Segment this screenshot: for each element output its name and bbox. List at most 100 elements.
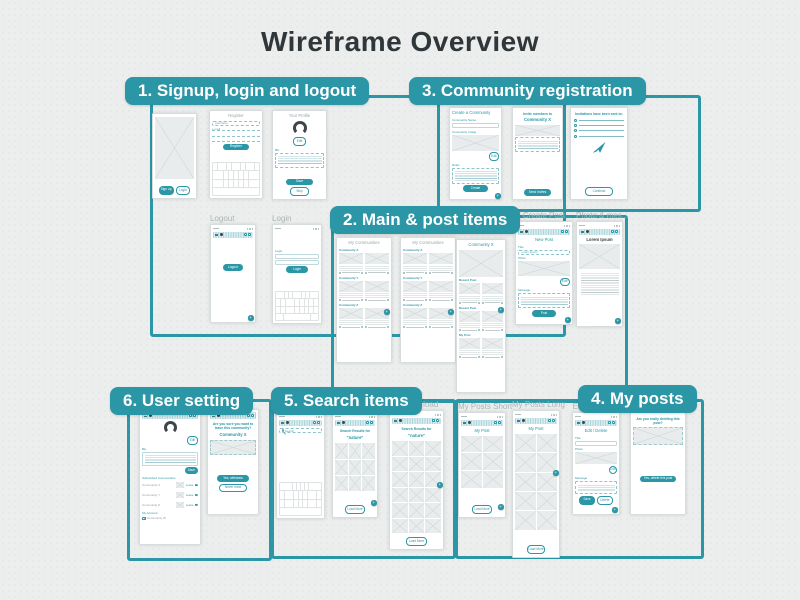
notifications-icon[interactable] bbox=[432, 419, 435, 423]
key[interactable] bbox=[233, 179, 239, 187]
grid-thumbnail[interactable] bbox=[362, 459, 375, 475]
key[interactable] bbox=[299, 306, 304, 313]
key[interactable] bbox=[223, 171, 228, 179]
key[interactable] bbox=[309, 483, 313, 491]
grid-thumbnail[interactable] bbox=[392, 472, 408, 487]
profile-icon[interactable] bbox=[251, 413, 254, 417]
key[interactable] bbox=[244, 171, 249, 179]
button[interactable]: Login bbox=[175, 186, 191, 195]
key[interactable] bbox=[294, 499, 298, 507]
key[interactable] bbox=[314, 292, 318, 299]
key[interactable] bbox=[317, 483, 321, 491]
fab-button[interactable]: + bbox=[371, 500, 377, 506]
text-input[interactable] bbox=[275, 253, 319, 259]
key[interactable] bbox=[294, 491, 298, 499]
grid-thumbnail[interactable] bbox=[425, 518, 441, 534]
notifications-icon[interactable] bbox=[611, 230, 614, 234]
key[interactable] bbox=[309, 299, 314, 306]
key[interactable] bbox=[290, 306, 295, 313]
key[interactable] bbox=[238, 179, 244, 187]
key[interactable] bbox=[285, 299, 290, 306]
notifications-icon[interactable] bbox=[247, 413, 250, 417]
key[interactable] bbox=[298, 491, 303, 499]
grid-thumbnail[interactable] bbox=[408, 456, 425, 472]
notifications-icon[interactable] bbox=[494, 421, 497, 425]
key[interactable] bbox=[236, 163, 241, 171]
key[interactable] bbox=[305, 292, 310, 299]
profile-icon[interactable] bbox=[370, 421, 373, 425]
key[interactable] bbox=[251, 187, 259, 195]
post-card[interactable] bbox=[481, 310, 503, 332]
text-input-underline[interactable] bbox=[212, 132, 260, 137]
key[interactable] bbox=[304, 306, 309, 313]
key[interactable] bbox=[300, 483, 305, 491]
menu-icon[interactable] bbox=[463, 421, 466, 424]
favorite-icon[interactable] bbox=[450, 271, 453, 274]
key[interactable] bbox=[289, 499, 294, 507]
fab-button[interactable]: + bbox=[248, 315, 254, 321]
key[interactable] bbox=[213, 179, 218, 187]
key[interactable] bbox=[276, 299, 281, 306]
key[interactable] bbox=[284, 491, 289, 499]
notifications-icon[interactable] bbox=[608, 421, 611, 425]
grid-thumbnail[interactable] bbox=[461, 453, 482, 471]
grid-thumbnail[interactable] bbox=[536, 511, 557, 530]
fab-button[interactable]: + bbox=[448, 309, 454, 315]
fab-button[interactable]: + bbox=[615, 318, 621, 324]
fab-button[interactable]: + bbox=[495, 193, 501, 199]
text-input[interactable] bbox=[452, 123, 499, 129]
key[interactable] bbox=[301, 292, 306, 299]
key[interactable] bbox=[254, 171, 259, 179]
favorite-icon[interactable] bbox=[386, 326, 389, 329]
key[interactable] bbox=[276, 292, 280, 299]
post-card[interactable] bbox=[339, 280, 364, 302]
key[interactable] bbox=[313, 306, 318, 313]
key[interactable] bbox=[233, 171, 239, 179]
button[interactable]: Create bbox=[463, 185, 488, 193]
grid-thumbnail[interactable] bbox=[408, 472, 425, 487]
grid-thumbnail[interactable] bbox=[348, 443, 362, 459]
grid-thumbnail[interactable] bbox=[515, 433, 536, 453]
grid-thumbnail[interactable] bbox=[408, 518, 425, 534]
leave-icon[interactable] bbox=[195, 503, 198, 507]
text-input[interactable] bbox=[275, 259, 319, 265]
key[interactable] bbox=[276, 306, 281, 313]
post-card[interactable] bbox=[459, 338, 481, 359]
grid-thumbnail[interactable] bbox=[515, 472, 536, 492]
button[interactable]: Login bbox=[286, 266, 308, 273]
grid-thumbnail[interactable] bbox=[515, 511, 536, 530]
notifications-icon[interactable] bbox=[548, 419, 551, 423]
key[interactable] bbox=[284, 499, 289, 507]
button[interactable]: Edit bbox=[292, 137, 307, 146]
text-input[interactable]: Lorem ipsum bbox=[518, 249, 570, 255]
grid-thumbnail[interactable] bbox=[536, 453, 557, 472]
key[interactable] bbox=[244, 179, 249, 187]
button[interactable]: Save bbox=[286, 178, 313, 186]
button[interactable]: Edit bbox=[186, 436, 198, 445]
grid-thumbnail[interactable] bbox=[392, 441, 408, 456]
post-card[interactable] bbox=[428, 308, 453, 329]
key[interactable] bbox=[311, 313, 318, 320]
key[interactable] bbox=[276, 313, 283, 320]
key[interactable] bbox=[285, 306, 290, 313]
favorite-icon[interactable] bbox=[478, 301, 481, 304]
key[interactable] bbox=[223, 179, 228, 187]
grid-thumbnail[interactable] bbox=[408, 503, 425, 518]
button[interactable]: Post bbox=[532, 309, 556, 317]
grid-thumbnail[interactable] bbox=[335, 475, 348, 492]
key[interactable] bbox=[280, 483, 284, 491]
key[interactable] bbox=[241, 163, 245, 171]
key[interactable] bbox=[218, 171, 223, 179]
key[interactable] bbox=[292, 483, 296, 491]
key[interactable] bbox=[288, 292, 293, 299]
button[interactable]: Save bbox=[579, 495, 595, 505]
grid-thumbnail[interactable] bbox=[392, 503, 408, 518]
leave-icon[interactable] bbox=[195, 493, 198, 497]
key[interactable] bbox=[213, 163, 218, 171]
grid-thumbnail[interactable] bbox=[536, 472, 557, 492]
post-card[interactable] bbox=[339, 308, 364, 329]
menu-icon[interactable] bbox=[394, 419, 397, 422]
text-input-underline[interactable] bbox=[212, 138, 260, 143]
profile-icon[interactable] bbox=[498, 421, 501, 425]
grid-thumbnail[interactable] bbox=[515, 453, 536, 472]
